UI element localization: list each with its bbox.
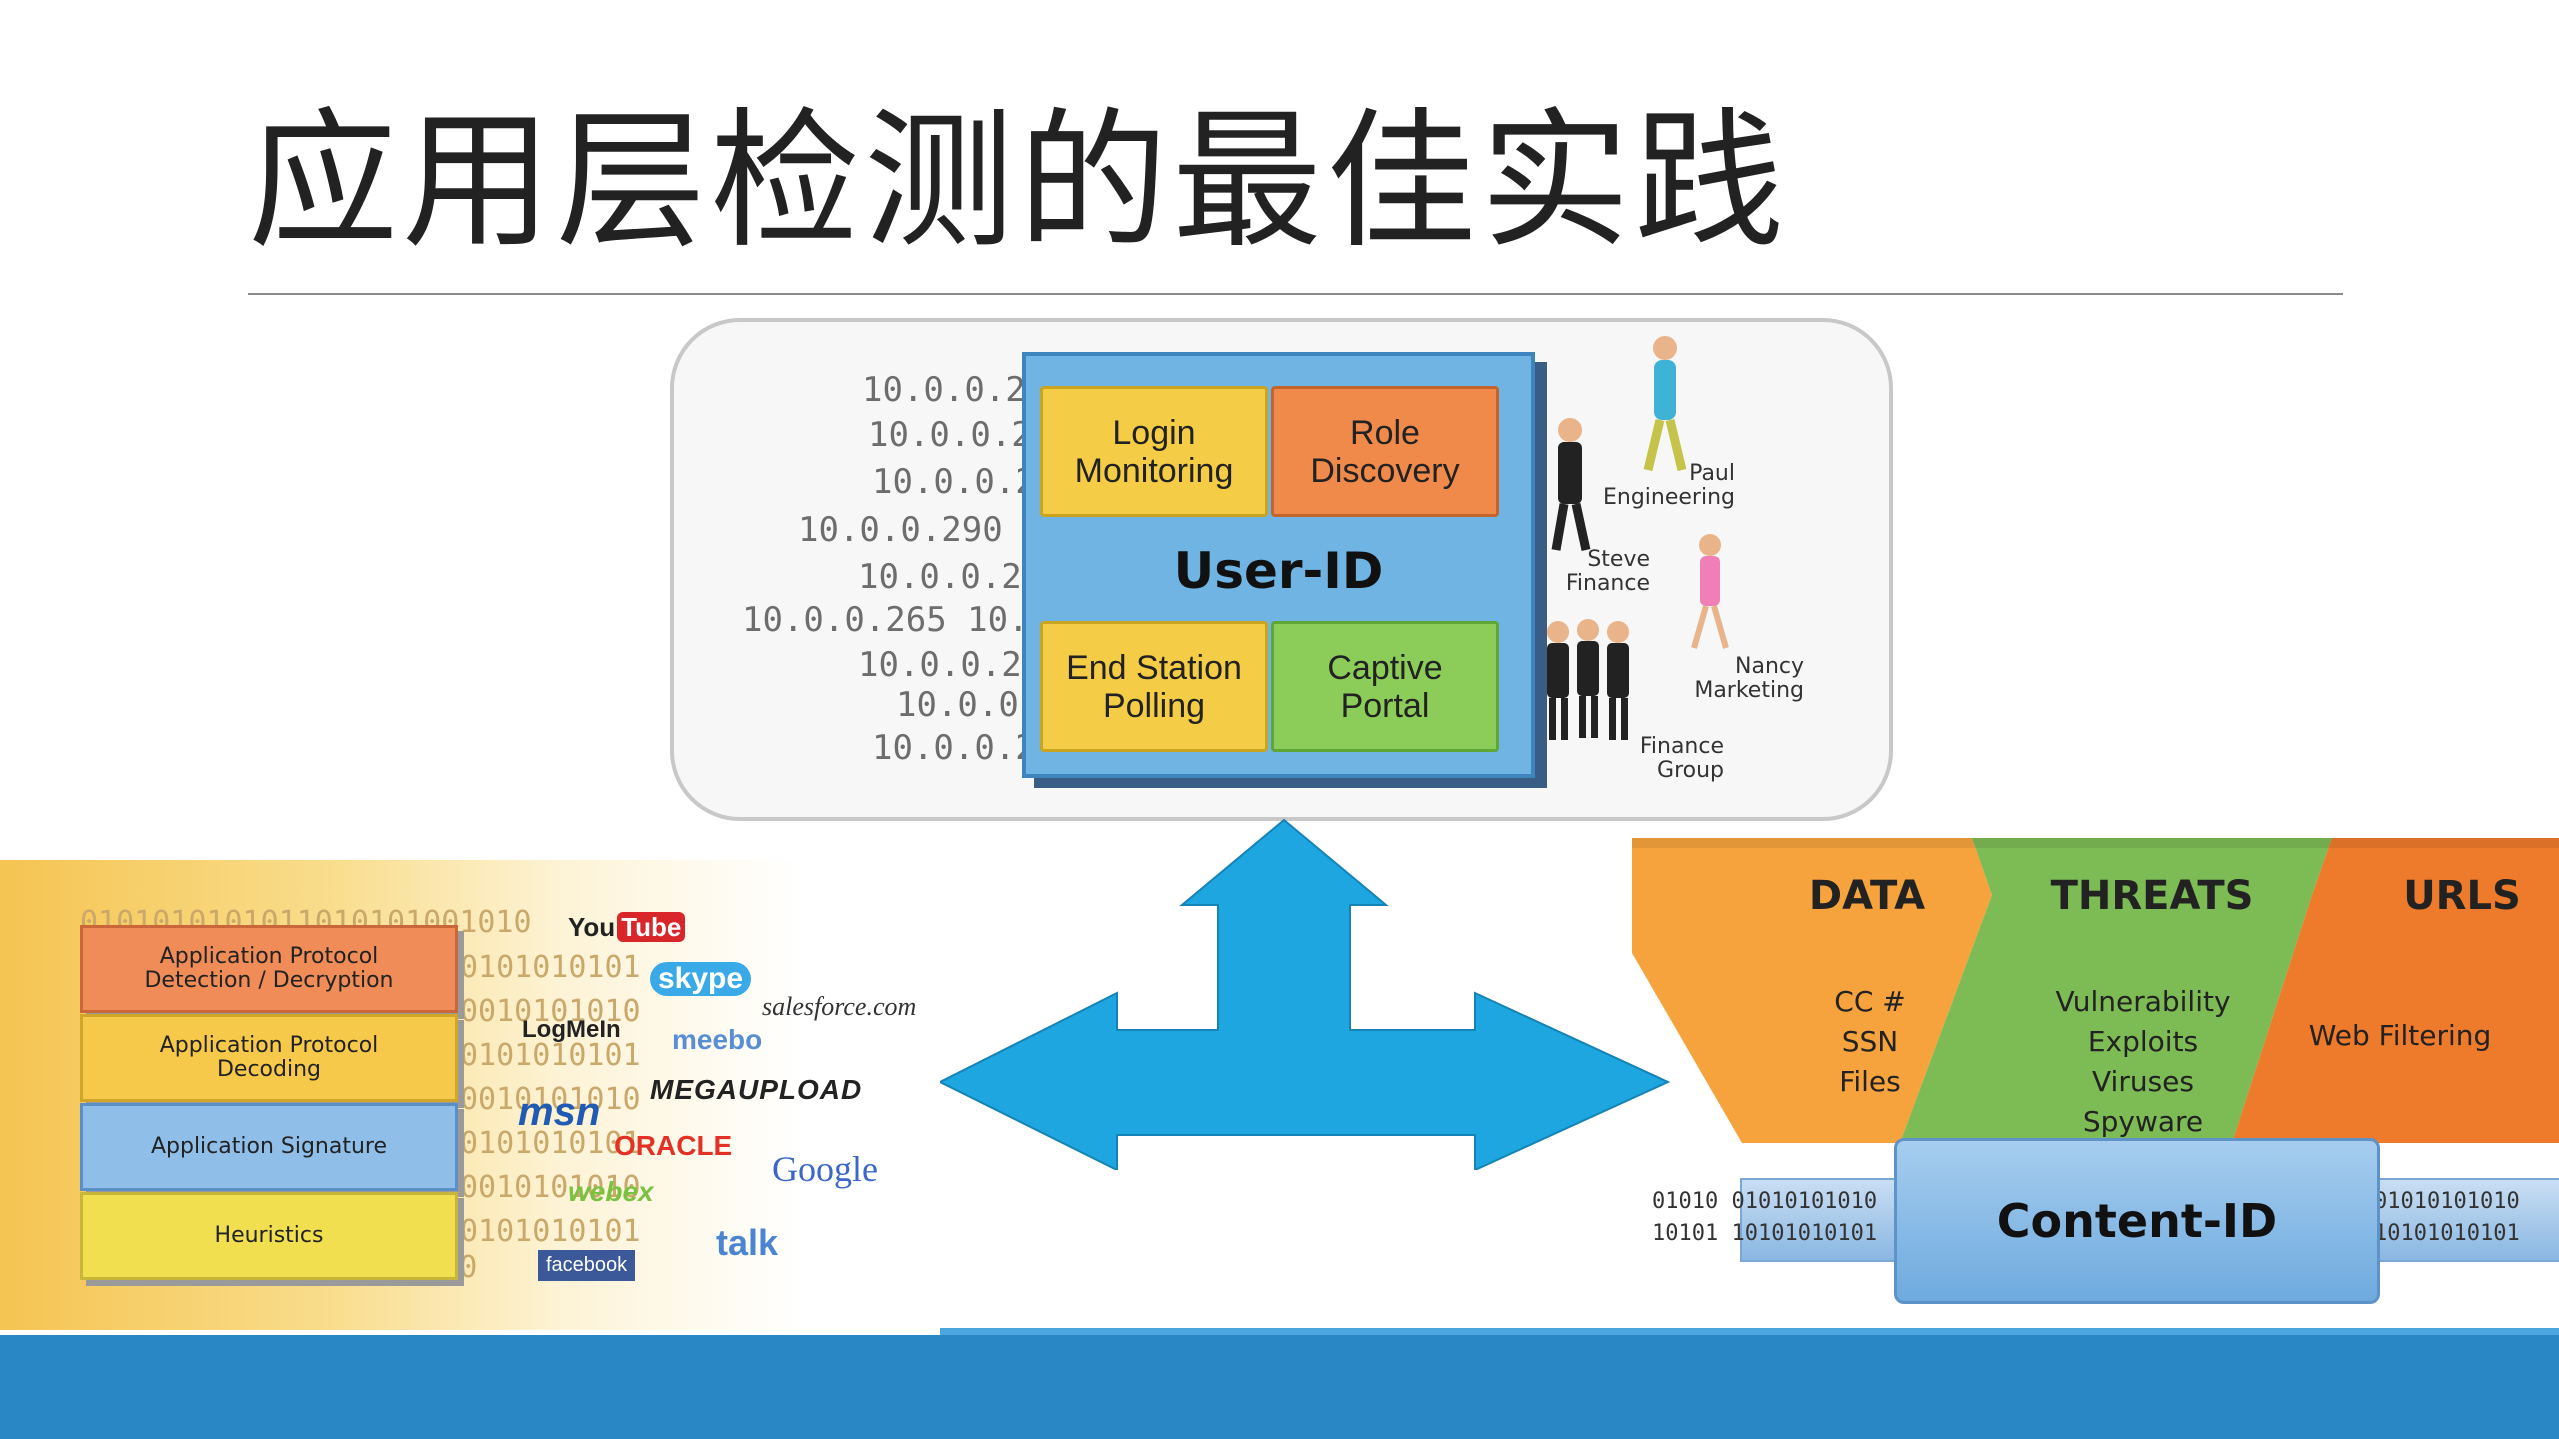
end-station-polling-cell: End Station Polling: [1040, 621, 1268, 752]
skype-logo: skype: [650, 962, 752, 996]
content-id-headers: DATA THREATS URLS: [1632, 838, 2559, 953]
steve-label: Steve Finance: [1565, 547, 1650, 596]
captive-portal-cell: Captive Portal: [1271, 621, 1499, 752]
bit-stream: 0010101010: [460, 994, 641, 1029]
oracle-logo: ORACLE: [614, 1130, 733, 1161]
paul-label: Paul Engineering: [1603, 461, 1735, 510]
urls-header: URLS: [2403, 872, 2521, 919]
webex-logo: webex: [568, 1176, 654, 1207]
finance-group-label: Finance Group: [1639, 734, 1724, 783]
threats-header: THREATS: [2050, 872, 2254, 919]
footer-accent: [940, 1328, 2559, 1337]
msn-logo: msn: [518, 1090, 601, 1134]
threat-items: Vulnerability Exploits Viruses Spyware: [2055, 985, 2231, 1138]
footer-band: [0, 1335, 2559, 1439]
nancy-label: Nancy Marketing: [1694, 654, 1804, 703]
facebook-logo: facebook: [538, 1250, 636, 1281]
bit-stream: 0010101010: [460, 1082, 641, 1117]
output-pipe: [2368, 1178, 2559, 1262]
bit-stream: 0101010101: [460, 1038, 641, 1073]
input-bit-stream: 01010 01010101010 10101 10101010101: [1652, 1189, 1878, 1246]
bit-stream: 0010101010: [460, 1170, 641, 1205]
google-logo: Google: [772, 1149, 878, 1189]
meebo-logo: meebo: [672, 1024, 763, 1055]
bit-stream: 0101010101: [460, 950, 641, 985]
data-header: DATA: [1808, 872, 1926, 919]
steve-figure-icon: [1551, 418, 1591, 551]
nancy-figure-icon: [1691, 534, 1729, 649]
megaupload-logo: MEGAUPLOAD: [650, 1074, 863, 1105]
output-bit-stream: 01010101010 10101010101: [2374, 1189, 2520, 1246]
url-items: Web Filtering: [2308, 1019, 2492, 1052]
google-talk-logo: talk: [716, 1222, 779, 1263]
connector-arrows-icon: [937, 818, 1670, 1170]
user-id-box: Login Monitoring Role Discovery User-ID …: [1022, 352, 1535, 778]
login-monitoring-cell: Login Monitoring: [1040, 386, 1268, 517]
layer-heuristics: Heuristics: [80, 1192, 458, 1280]
paul-figure-icon: [1643, 336, 1687, 472]
salesforce-logo: salesforce.com: [762, 992, 917, 1021]
content-id-funnel: [1632, 838, 2559, 1143]
content-id-label: Content-ID: [1996, 1194, 2278, 1248]
bit-stream: 0101010101: [460, 1126, 641, 1161]
finance-group-icon: [1547, 619, 1629, 740]
slide-title: 应用层检测的最佳实践: [248, 95, 1789, 269]
layer-protocol-detection: Application Protocol Detection / Decrypt…: [80, 925, 458, 1013]
title-divider: [248, 293, 2343, 295]
people-illustration: [1547, 336, 1729, 740]
content-id-engine: Content-ID: [1894, 1138, 2380, 1304]
data-items: CC # SSN Files: [1834, 985, 1906, 1098]
layer-protocol-decoding: Application Protocol Decoding: [80, 1014, 458, 1102]
layer-application-signature: Application Signature: [80, 1103, 458, 1191]
role-discovery-cell: Role Discovery: [1271, 386, 1499, 517]
logmein-logo: LogMeIn: [522, 1016, 621, 1043]
bit-stream: 0101010101: [460, 1214, 641, 1249]
user-id-label: User-ID: [1173, 542, 1384, 600]
